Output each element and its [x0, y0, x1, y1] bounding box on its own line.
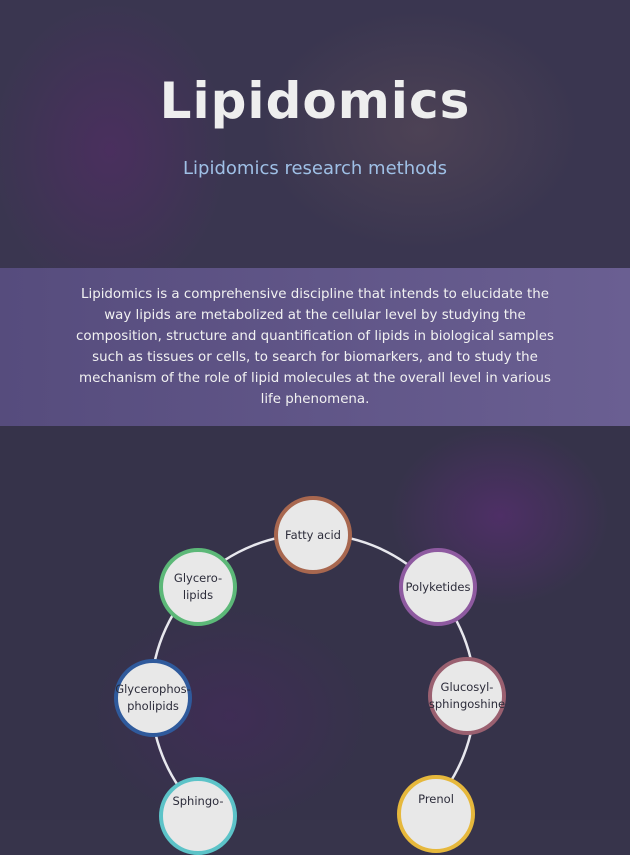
cycle-node-prenol: Prenol — [397, 775, 475, 853]
cycle-node-glucosyl-sphingoshine: Glucosyl-sphingoshine — [428, 657, 506, 735]
cycle-node-label: Glycero-lipids — [173, 571, 223, 602]
cycle-node-fatty-acid: Fatty acid — [274, 496, 352, 574]
cycle-node-label: Fatty acid — [285, 527, 341, 542]
cycle-node-polyketides: Polyketides — [399, 548, 477, 626]
cycle-ring — [149, 532, 477, 820]
intro-band: Lipidomics is a comprehensive discipline… — [0, 268, 630, 426]
diagram-section — [0, 426, 630, 820]
cycle-node-label: Glycerophos-pholipids — [115, 682, 191, 713]
cycle-node-label: Polyketides — [405, 579, 471, 594]
cycle-node-label: Prenol — [418, 792, 454, 806]
cycle-node-glycero-lipids: Glycero-lipids — [159, 548, 237, 626]
page-title: Lipidomics — [159, 72, 471, 130]
hero-section: Lipidomics Lipidomics research methods — [0, 0, 630, 268]
intro-text: Lipidomics is a comprehensive discipline… — [76, 287, 554, 407]
page-subtitle: Lipidomics research methods — [183, 158, 447, 179]
cycle-node-sphingo: Sphingo- — [159, 777, 237, 855]
cycle-node-label: Glucosyl-sphingoshine — [428, 680, 506, 711]
cycle-node-glycerophos-pholipids: Glycerophos-pholipids — [114, 659, 192, 737]
cycle-node-label: Sphingo- — [172, 794, 224, 808]
